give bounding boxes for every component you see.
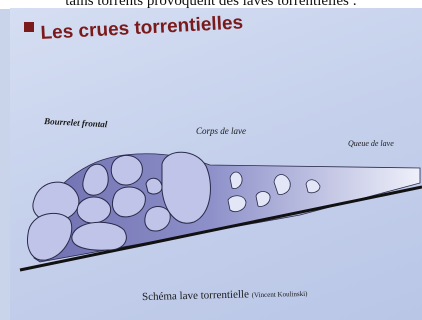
boulder [72,222,126,250]
label-body: Corps de lave [196,126,246,136]
boulder [77,197,110,223]
label-tail: Queue de lave [348,139,394,148]
boulder [162,152,210,223]
boulder [146,178,162,194]
boulder [111,155,142,185]
caption-credit: (Vincent Koulinski) [252,290,308,299]
label-front: Bourrelet frontal [43,116,108,129]
